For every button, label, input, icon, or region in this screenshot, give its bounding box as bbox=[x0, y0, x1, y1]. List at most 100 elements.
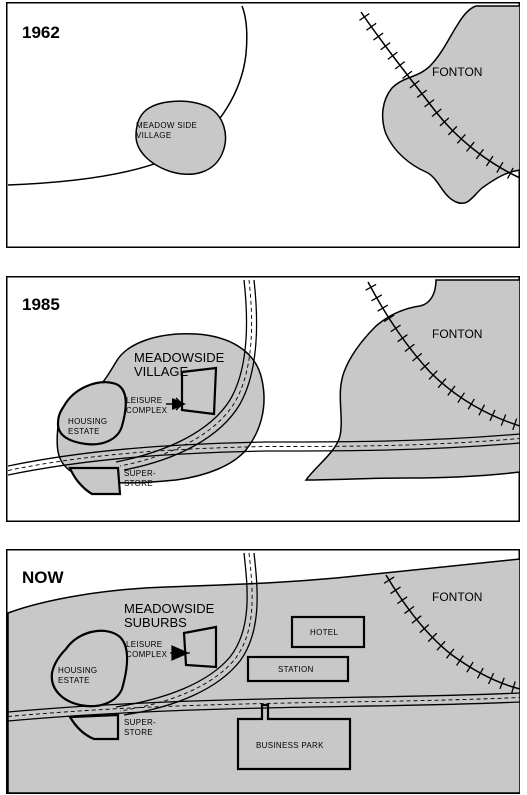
railway-tie bbox=[467, 398, 475, 410]
bypass-road bbox=[115, 279, 258, 471]
arrow-head-icon bbox=[172, 398, 186, 410]
railway-tie bbox=[500, 414, 507, 426]
supermarket bbox=[68, 713, 120, 741]
bypass-road bbox=[115, 552, 258, 716]
railway-tie bbox=[489, 409, 496, 422]
store-label-line2: STORE bbox=[124, 479, 153, 488]
map-panel-1962: 1962 FONTON MEADOW SIDE VILLAGE bbox=[6, 2, 520, 248]
railway-tie bbox=[476, 667, 484, 679]
housing-estate bbox=[56, 381, 127, 446]
supermarket bbox=[68, 466, 122, 496]
railway-tie bbox=[478, 404, 486, 416]
business-park-label: BUSINESS PARK bbox=[256, 741, 324, 750]
railway-tie bbox=[466, 661, 474, 673]
map-panel-now: NOW FONTON MEADOWSIDE SUBURBS LEISURE CO… bbox=[6, 549, 520, 795]
railway-tie bbox=[439, 117, 450, 127]
railway-tie bbox=[496, 161, 504, 173]
leisure-label-line2: COMPLEX bbox=[126, 650, 168, 659]
meadowside-village-area bbox=[135, 100, 227, 175]
fonton-area bbox=[304, 279, 520, 481]
railway-tie bbox=[512, 418, 518, 431]
railway-tie bbox=[436, 640, 446, 651]
railway bbox=[367, 281, 520, 427]
railway bbox=[385, 574, 520, 690]
railway-tie bbox=[383, 576, 395, 584]
railway-tie bbox=[419, 361, 430, 371]
railway-tie bbox=[373, 32, 384, 41]
fonton-label: FONTON bbox=[432, 65, 482, 79]
village-label-line1: MEADOW SIDE bbox=[136, 121, 197, 130]
fonton-area bbox=[381, 5, 520, 204]
railway-tie bbox=[371, 294, 383, 302]
railway-ties bbox=[359, 13, 514, 179]
store-label-line2: STORE bbox=[124, 728, 153, 737]
hotel-label: HOTEL bbox=[310, 628, 338, 637]
store-label-line1: SUPER- bbox=[124, 718, 156, 727]
fonton-label: FONTON bbox=[432, 327, 482, 341]
railway-tie bbox=[437, 378, 447, 389]
railway-tie bbox=[387, 51, 398, 60]
railway bbox=[360, 11, 520, 179]
railway-tie bbox=[456, 134, 466, 144]
housing-label-line1: HOUSING bbox=[68, 417, 107, 426]
map-1985: 1985 FONTON MEADOWSIDE VILLAGE LEISURE C… bbox=[6, 276, 520, 522]
leisure-label-line2: COMPLEX bbox=[126, 406, 168, 415]
railway-tie bbox=[380, 42, 391, 51]
leisure-arrow-icon bbox=[170, 645, 190, 661]
railway-tie bbox=[404, 605, 415, 615]
railway-tie bbox=[447, 385, 456, 396]
housing-label-line2: ESTATE bbox=[68, 427, 100, 436]
station-building bbox=[246, 655, 350, 683]
railway-tie bbox=[416, 89, 428, 98]
map-panel-1985: 1985 FONTON MEADOWSIDE VILLAGE LEISURE C… bbox=[6, 276, 520, 522]
housing-estate bbox=[50, 629, 129, 708]
railway-tie bbox=[377, 304, 389, 312]
village-label-line2: SUBURBS bbox=[124, 615, 187, 630]
housing-label-line1: HOUSING bbox=[58, 666, 97, 675]
railway-ties bbox=[383, 576, 516, 694]
railway-tie bbox=[359, 13, 370, 21]
station-label: STATION bbox=[278, 665, 314, 674]
village-label-line1: MEADOWSIDE bbox=[124, 601, 215, 616]
railway-tie bbox=[427, 632, 438, 643]
railway-tie bbox=[499, 677, 505, 690]
railway-tie bbox=[419, 624, 430, 634]
map-now: NOW FONTON MEADOWSIDE SUBURBS LEISURE CO… bbox=[6, 549, 520, 794]
railway-tie bbox=[365, 22, 377, 31]
railway-tie bbox=[487, 672, 495, 685]
railway-tie bbox=[428, 370, 438, 380]
railway-tie bbox=[456, 655, 464, 666]
hotel-building bbox=[290, 615, 366, 649]
leisure-complex bbox=[180, 366, 218, 416]
year-label: NOW bbox=[22, 568, 65, 587]
year-label: 1985 bbox=[22, 295, 60, 314]
railway-tie bbox=[431, 108, 442, 118]
railway-tie bbox=[466, 141, 475, 152]
railway-tie bbox=[390, 586, 401, 595]
railway-ties bbox=[365, 283, 518, 431]
leisure-label-line1: LEISURE bbox=[126, 640, 162, 649]
railway-tie bbox=[447, 125, 458, 136]
business-park bbox=[236, 703, 352, 771]
village-label-line2: VILLAGE bbox=[136, 131, 171, 140]
railway-tie bbox=[445, 648, 455, 659]
railway-tie bbox=[412, 352, 423, 362]
fonton-label: FONTON bbox=[432, 590, 482, 604]
leisure-label-line1: LEISURE bbox=[126, 396, 162, 405]
railway-tie bbox=[397, 334, 408, 343]
village-label-line2: VILLAGE bbox=[134, 364, 189, 379]
map-1962: 1962 FONTON MEADOW SIDE VILLAGE bbox=[6, 2, 520, 248]
railway-tie bbox=[506, 167, 514, 179]
railway-tie bbox=[485, 155, 494, 167]
railway-tie bbox=[394, 61, 406, 70]
railway-tie bbox=[424, 99, 435, 108]
year-label: 1962 bbox=[22, 23, 60, 42]
railway-tie bbox=[365, 283, 377, 291]
railway-tie bbox=[390, 324, 401, 333]
railway-tie bbox=[404, 343, 415, 353]
store-label-line1: SUPER- bbox=[124, 469, 156, 478]
railway-tie bbox=[457, 392, 466, 403]
railway-tie bbox=[475, 148, 484, 160]
main-road bbox=[7, 692, 520, 722]
railway-tie bbox=[402, 70, 413, 79]
